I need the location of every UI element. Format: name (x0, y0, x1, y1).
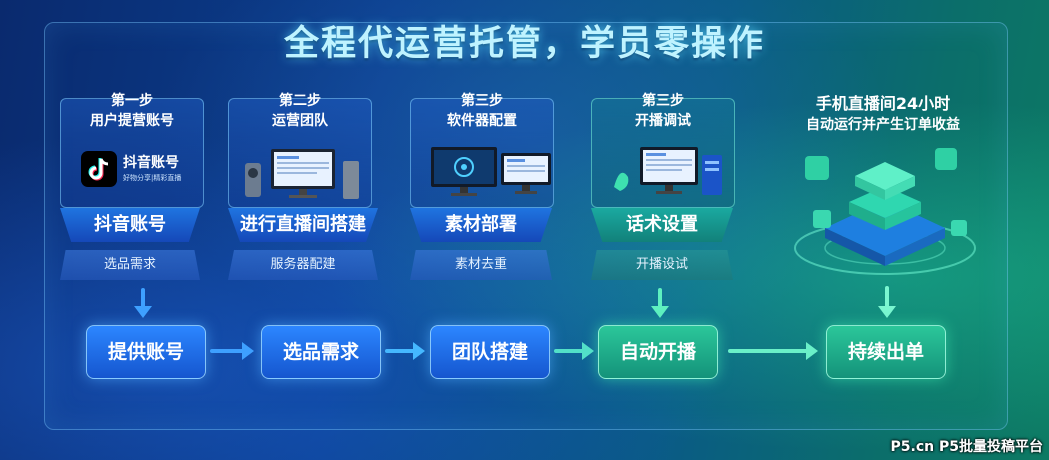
page-title: 全程代运营托管，学员零操作 (283, 24, 765, 64)
step-name: 运营团队 (272, 113, 328, 129)
step-name: 软件器配置 (447, 113, 517, 129)
content-frame (44, 22, 1008, 430)
arrow-right-3 (554, 342, 594, 360)
step-card-4: 第三步 开播调试 (591, 93, 735, 208)
arrow-right-1 (210, 342, 254, 360)
step-name: 开播调试 (635, 113, 691, 129)
step-label: 第一步 (111, 93, 153, 109)
sub-live-test: 开播设试 (591, 250, 733, 280)
step-card-2: 第二步 运营团队 (228, 93, 372, 208)
flow-node-team-build: 团队搭建 (430, 325, 550, 379)
flow-node-keep-ordering: 持续出单 (826, 325, 946, 379)
ribbon-build-live-room: 进行直播间搭建 (228, 208, 378, 242)
tiktok-icon (81, 151, 117, 187)
flow-node-auto-live: 自动开播 (598, 325, 718, 379)
arrow-down-4 (651, 288, 669, 318)
douyin-logo-text: 抖音账号 (123, 155, 179, 171)
arrow-right-4 (728, 342, 818, 360)
right-title-line1: 手机直播间24小时 (815, 94, 951, 113)
ribbon-material-deploy: 素材部署 (410, 208, 552, 242)
step-card-3: 第三步 软件器配置 (410, 93, 554, 208)
sub-server-setup: 服务器配建 (228, 250, 378, 280)
ribbon-douyin-account: 抖音账号 (60, 208, 200, 242)
sub-product-need: 选品需求 (60, 250, 200, 280)
step-label: 第三步 (642, 93, 684, 109)
flow-node-product-need: 选品需求 (261, 325, 381, 379)
dual-monitor-icon (431, 147, 551, 196)
douyin-logo-subtext: 好物分享|精彩直播 (123, 174, 182, 182)
step-name: 用户提营账号 (90, 113, 174, 129)
flow-node-provide-account: 提供账号 (86, 325, 206, 379)
step-label: 第二步 (279, 93, 321, 109)
arrow-down-1 (134, 288, 152, 318)
sub-material-dedupe: 素材去重 (410, 250, 552, 280)
douyin-logo: 抖音账号 好物分享|精彩直播 (81, 151, 191, 187)
right-title-line2: 自动运行并产生订单收益 (806, 117, 960, 133)
data-platform-icon (794, 148, 976, 275)
server-computer-icon (245, 149, 359, 199)
live-setup-icon (614, 147, 722, 195)
watermark: P5.cn P5批量投稿平台 (890, 439, 1043, 455)
step-card-1: 第一步 用户提营账号 抖音账号 好物分享|精彩直播 (60, 93, 204, 208)
ribbon-script-setup: 话术设置 (591, 208, 733, 242)
step-label: 第三步 (461, 93, 503, 109)
arrow-right-2 (385, 342, 425, 360)
arrow-down-right (878, 286, 896, 318)
